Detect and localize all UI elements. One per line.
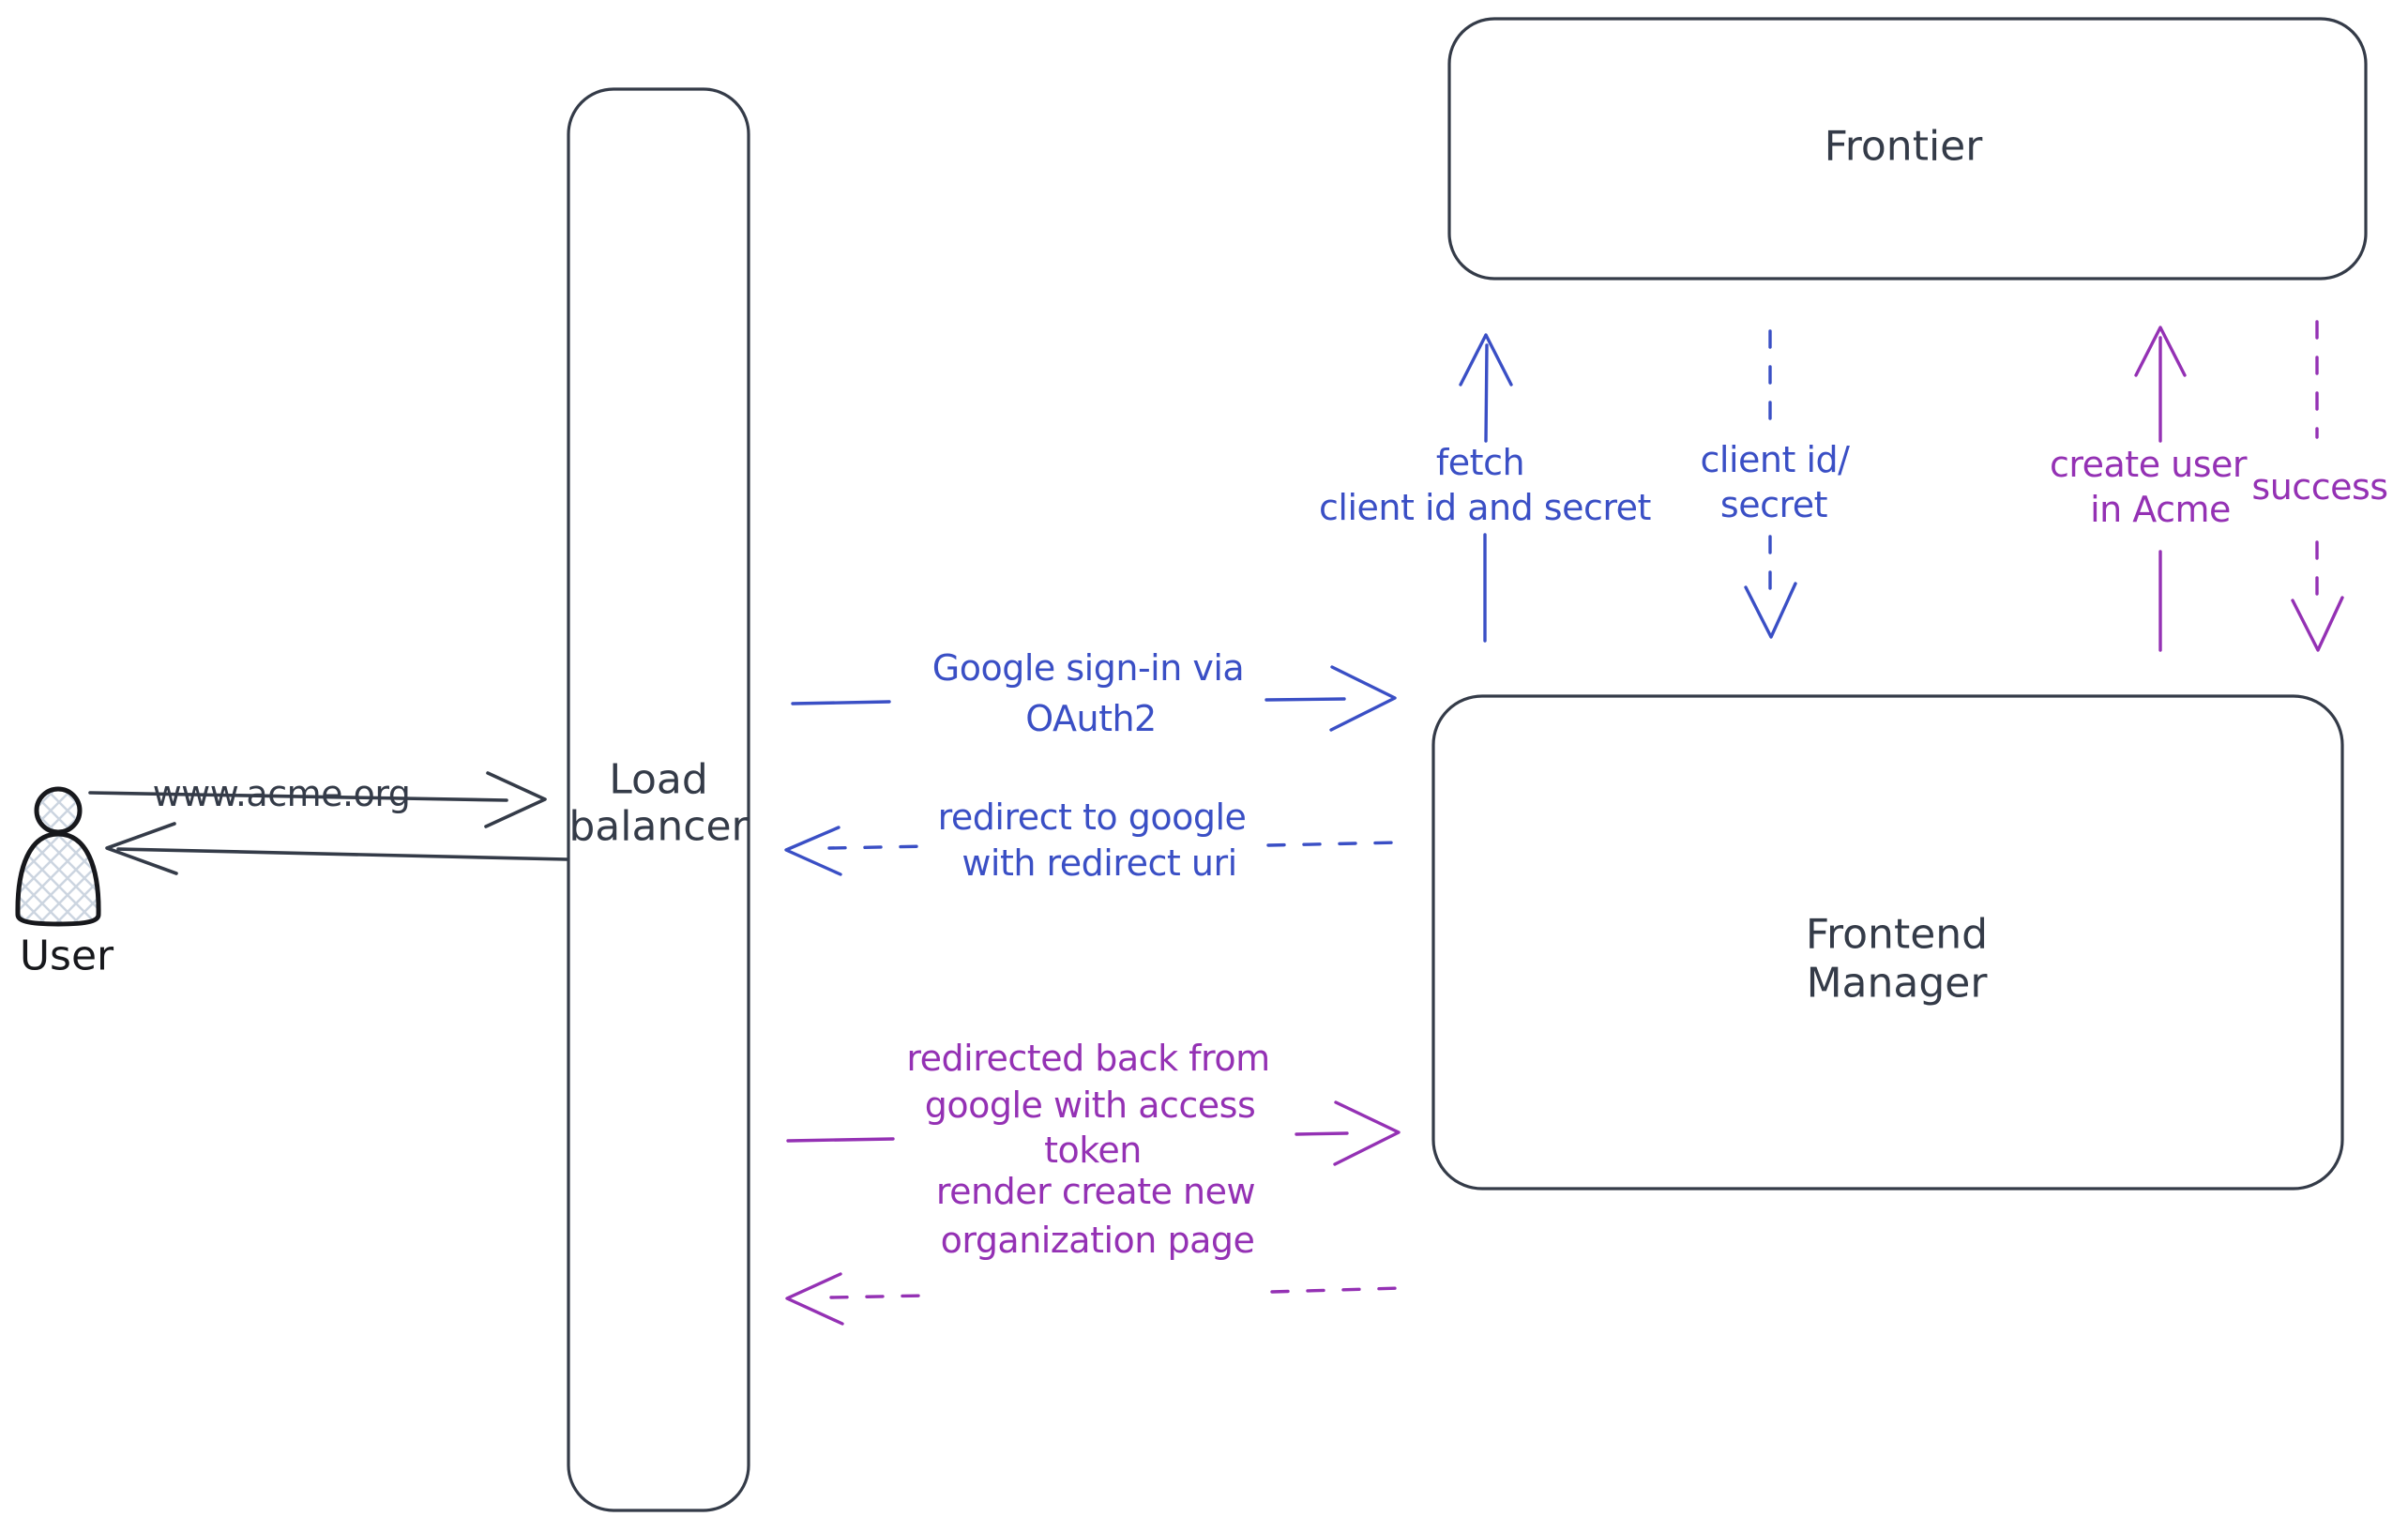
edge-lb-to-user-arrowhead-icon bbox=[105, 822, 178, 875]
purple-arrows bbox=[785, 320, 2344, 1326]
frontier-title: Frontier bbox=[1825, 123, 1984, 171]
edge-google-signin-label-line2: OAuth2 bbox=[1025, 698, 1156, 739]
load-balancer-box bbox=[567, 87, 750, 1512]
edge-redirected-back-label-line1: redirected back from bbox=[906, 1038, 1269, 1079]
edge-fetch-secret-line-upper bbox=[1484, 343, 1489, 443]
edge-create-user-arrowhead-icon bbox=[2134, 326, 2187, 377]
frontend-manager-box bbox=[1431, 694, 2344, 1191]
user-figure bbox=[15, 786, 101, 927]
edge-google-signin-line-right bbox=[1265, 697, 1346, 702]
edge-render-page-label-line2: organization page bbox=[941, 1220, 1255, 1261]
edge-success-arrowhead-icon bbox=[2291, 596, 2344, 652]
user-head-icon bbox=[34, 786, 83, 835]
frontend-manager-title-line2: Manager bbox=[1807, 960, 1989, 1008]
edge-redirect-google-label-line1: redirect to google bbox=[938, 796, 1247, 838]
edge-success-label: success bbox=[2251, 466, 2387, 508]
edge-client-secret-arrowhead-icon bbox=[1744, 582, 1797, 639]
edge-redirected-back-label-line3: token bbox=[1044, 1130, 1142, 1171]
edge-redirect-google-arrowhead-icon bbox=[784, 826, 842, 876]
dark-edge-labels: www.acme.org bbox=[153, 773, 411, 814]
blue-arrows bbox=[784, 329, 1797, 876]
edge-render-page-label-line1: render create new bbox=[936, 1171, 1255, 1212]
edge-render-page-arrowhead-icon bbox=[785, 1272, 844, 1326]
edge-www-acme-arrowhead-icon bbox=[484, 771, 547, 828]
edge-google-signin-label-line1: Google sign-in via bbox=[932, 647, 1244, 689]
edge-google-signin-arrowhead-icon bbox=[1329, 665, 1397, 732]
edge-fetch-secret-label-line1: fetch bbox=[1436, 442, 1524, 483]
frontend-manager-title-line1: Frontend bbox=[1806, 911, 1988, 959]
frontier-box bbox=[1447, 17, 2368, 281]
edge-redirected-back-label-line2: google with access bbox=[925, 1085, 1256, 1126]
load-balancer-title-line2: balancer bbox=[568, 803, 749, 851]
dark-arrows bbox=[88, 771, 568, 875]
edge-redirect-google-label-line2: with redirect uri bbox=[962, 842, 1236, 884]
edge-fetch-secret-arrowhead-icon bbox=[1459, 333, 1513, 387]
load-balancer-title-line1: Load bbox=[609, 756, 708, 804]
purple-edge-labels: redirected back from google with access … bbox=[906, 444, 2388, 1261]
node-titles: Load balancer Frontier Frontend Manager bbox=[568, 123, 1988, 1008]
edge-redirect-google-dash-right bbox=[1266, 841, 1401, 847]
edge-www-acme-label: www.acme.org bbox=[153, 773, 411, 814]
edge-client-secret-label-line1: client id/ bbox=[1701, 439, 1851, 480]
edge-redirected-back-arrowhead-icon bbox=[1333, 1100, 1401, 1166]
edge-create-user-label-line1: create user bbox=[2050, 444, 2248, 485]
edge-render-page-dash-right bbox=[1270, 1286, 1403, 1294]
edge-redirected-back-line-right bbox=[1295, 1131, 1349, 1136]
edge-google-signin-line-left bbox=[791, 700, 891, 705]
edge-render-page-dash-left bbox=[829, 1294, 927, 1299]
edge-lb-to-user-line bbox=[116, 847, 568, 861]
user-body-icon bbox=[15, 831, 101, 927]
edge-fetch-secret-label-line2: client id and secret bbox=[1319, 487, 1651, 528]
user-title: User bbox=[20, 933, 114, 980]
edge-redirected-back-line-left bbox=[786, 1137, 895, 1143]
edge-client-secret-label-line2: secret bbox=[1720, 484, 1827, 525]
edge-create-user-label-line2: in Acme bbox=[2090, 489, 2231, 530]
node-boxes bbox=[567, 17, 2368, 1512]
user-title-group: User bbox=[20, 933, 114, 980]
edge-www-acme-line bbox=[88, 791, 508, 802]
edge-redirect-google-dash-left bbox=[827, 844, 931, 850]
blue-edge-labels: Google sign-in via OAuth2 redirect to go… bbox=[932, 439, 1851, 884]
